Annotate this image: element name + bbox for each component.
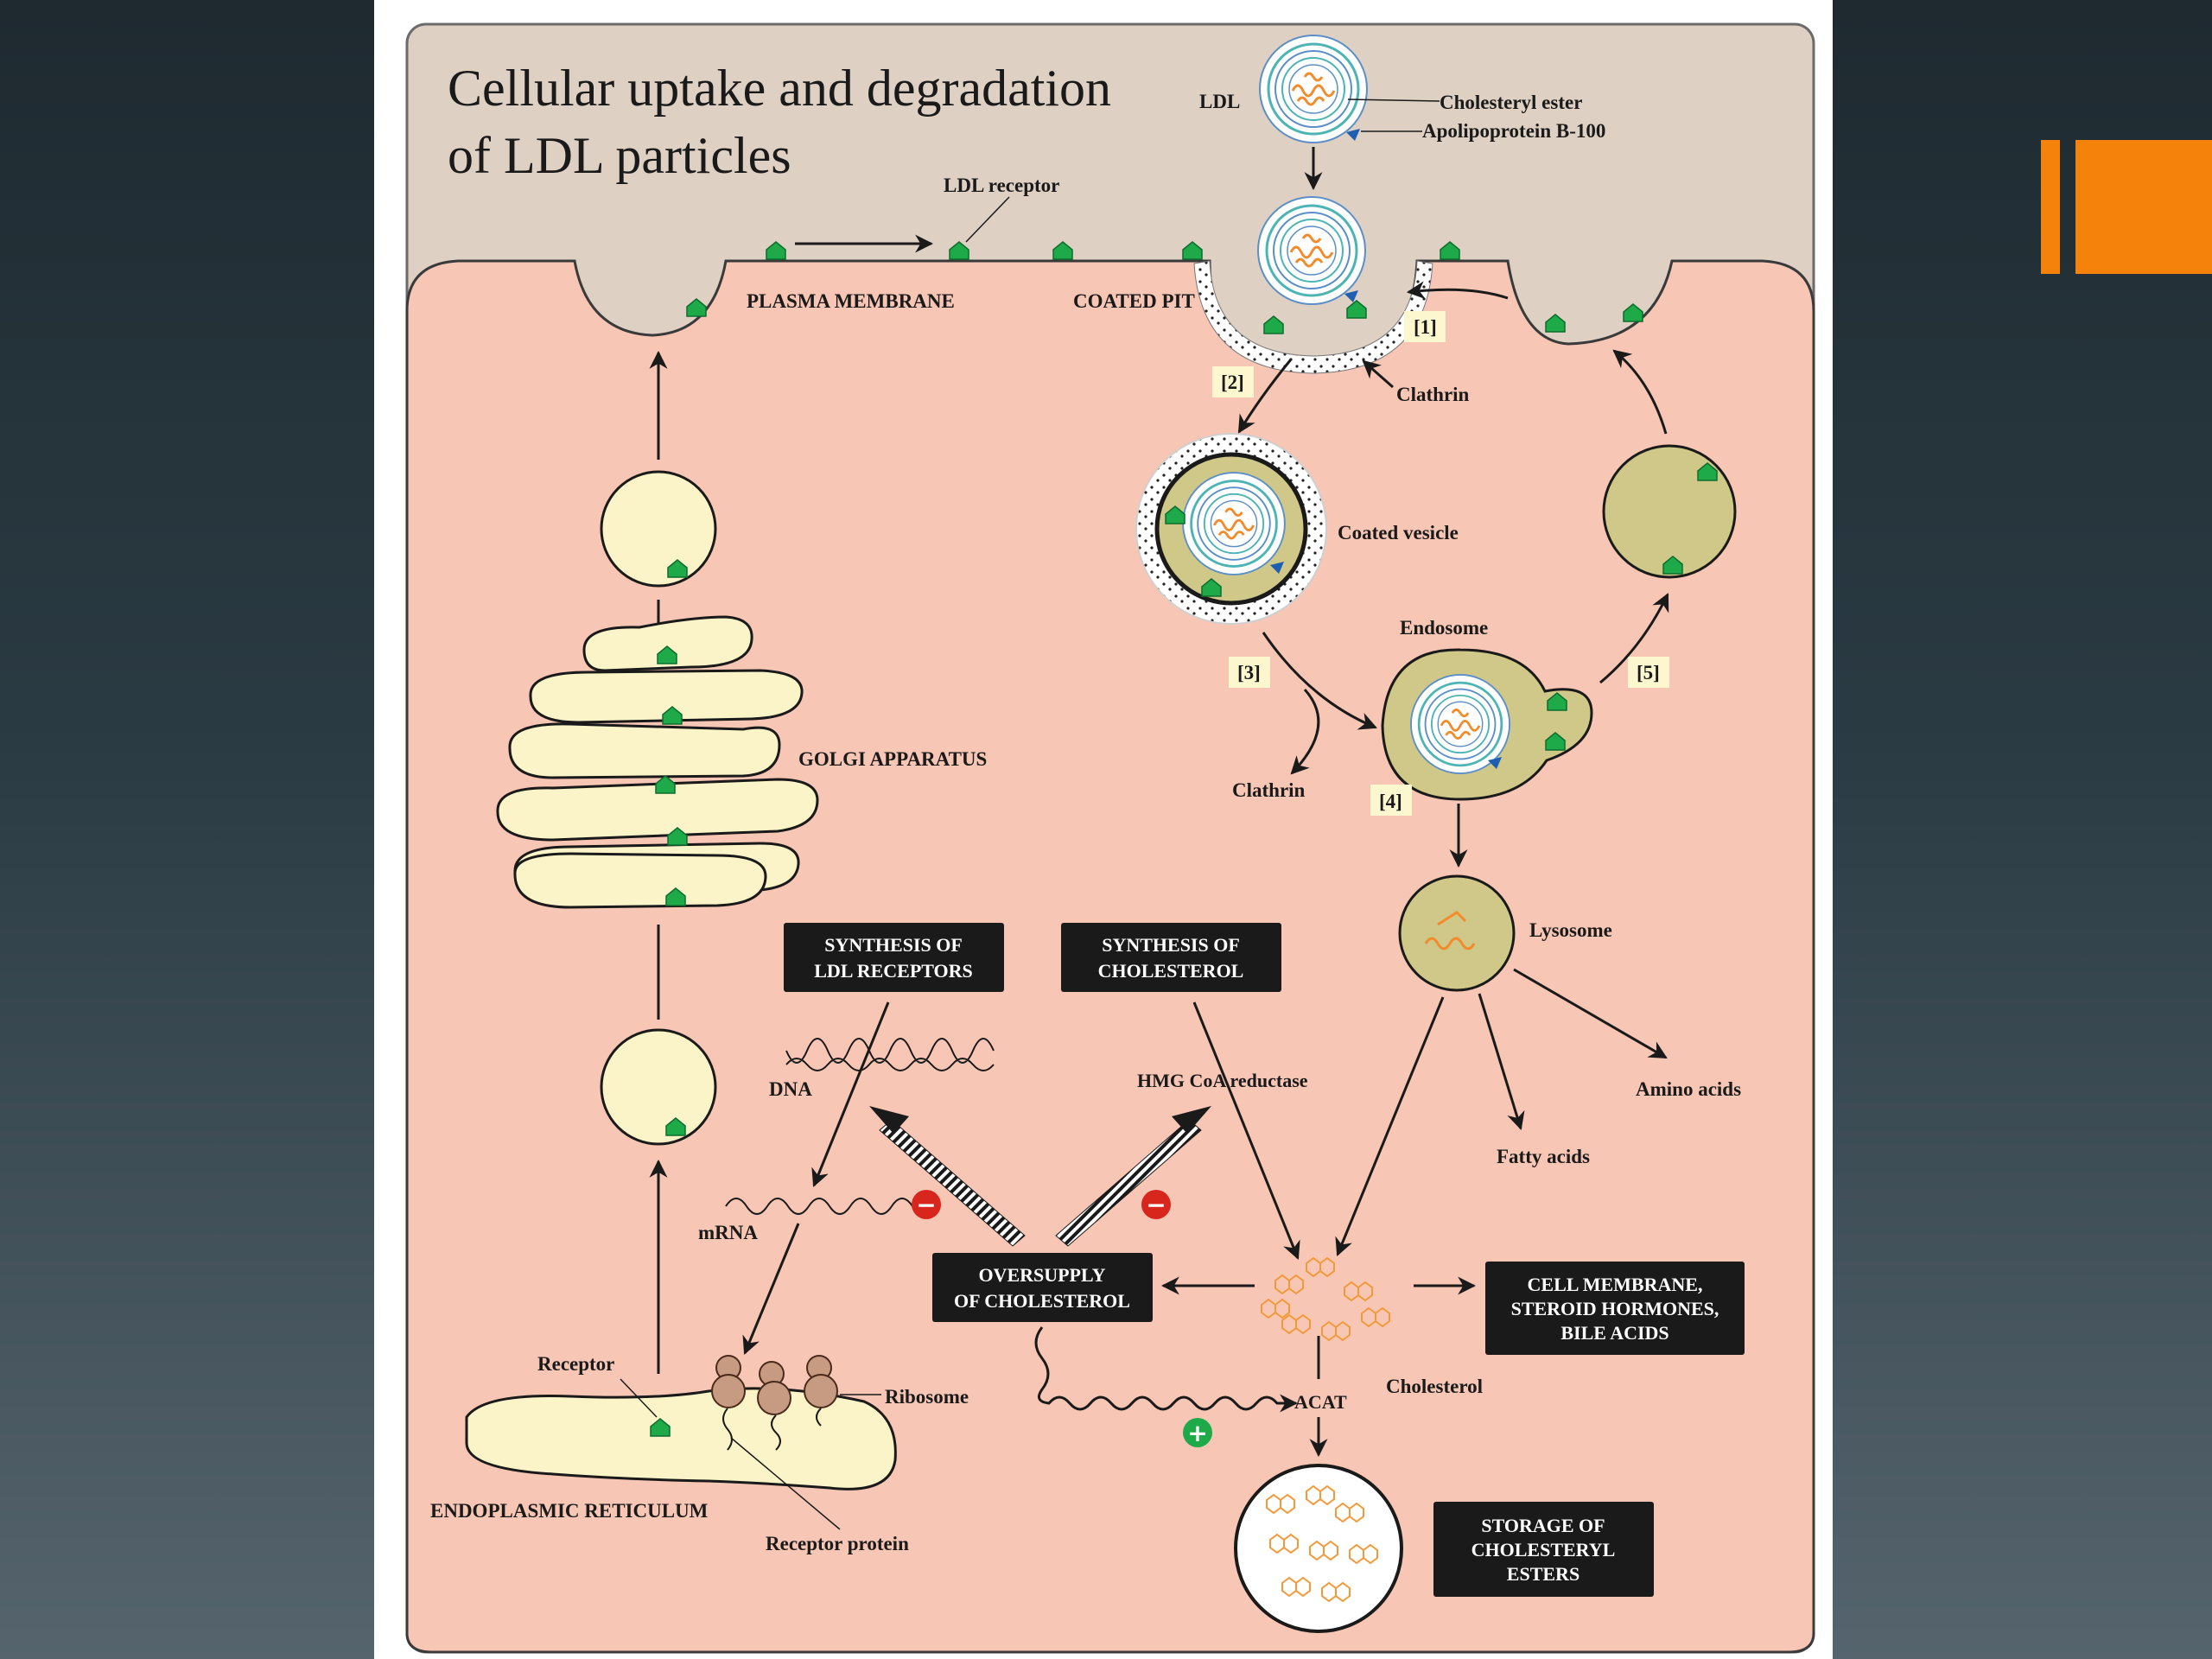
step-1-label: [1] <box>1414 316 1437 338</box>
svg-text:SYNTHESIS OF: SYNTHESIS OF <box>1102 934 1240 956</box>
ldl-in-coated-pit <box>1256 195 1367 306</box>
cholesteryl-ester-droplet <box>1234 1464 1403 1633</box>
receptor-protein-label: Receptor protein <box>766 1533 909 1554</box>
oversupply-box: OVERSUPPLY OF CHOLESTEROL <box>932 1253 1153 1322</box>
svg-text:−: − <box>916 1191 936 1219</box>
svg-text:CHOLESTERYL: CHOLESTERYL <box>1471 1539 1616 1560</box>
svg-text:ESTERS: ESTERS <box>1507 1563 1580 1585</box>
mrna-label: mRNA <box>698 1222 758 1243</box>
svg-text:−: − <box>1146 1191 1166 1219</box>
svg-text:OF CHOLESTEROL: OF CHOLESTEROL <box>954 1290 1130 1312</box>
svg-text:BILE ACIDS: BILE ACIDS <box>1560 1322 1669 1344</box>
endosome <box>1381 648 1593 801</box>
coated-vesicle-label: Coated vesicle <box>1338 522 1459 543</box>
secretory-vesicle-bottom <box>600 1028 717 1146</box>
ldl-receptor-label: LDL receptor <box>944 175 1059 196</box>
svg-text:SYNTHESIS OF: SYNTHESIS OF <box>824 934 963 956</box>
svg-text:STEROID HORMONES,: STEROID HORMONES, <box>1511 1298 1719 1319</box>
slide-title-line2: of LDL particles <box>448 127 791 184</box>
receptor-label: Receptor <box>537 1353 614 1375</box>
cell-membrane-box: CELL MEMBRANE, STEROID HORMONES, BILE AC… <box>1485 1262 1745 1355</box>
lysosome <box>1398 874 1516 992</box>
step-2-label: [2] <box>1221 372 1244 393</box>
minus-sign-icon: − <box>912 1190 941 1219</box>
cholesteryl-ester-label: Cholesteryl ester <box>1440 92 1582 113</box>
plasma-membrane-label: PLASMA MEMBRANE <box>747 290 955 312</box>
ldl-label: LDL <box>1199 91 1240 112</box>
er-label: ENDOPLASMIC RETICULUM <box>430 1500 709 1522</box>
fatty-acids-label: Fatty acids <box>1497 1146 1590 1167</box>
svg-text:LDL RECEPTORS: LDL RECEPTORS <box>814 960 973 982</box>
ribosome-label: Ribosome <box>885 1386 969 1408</box>
amino-acids-label: Amino acids <box>1636 1078 1741 1100</box>
mrna-strand <box>725 1198 913 1215</box>
endoplasmic-reticulum <box>465 1387 897 1491</box>
accent-bar-thick <box>2075 140 2212 274</box>
recycling-vesicle <box>1602 444 1737 579</box>
svg-text:STORAGE OF: STORAGE OF <box>1481 1515 1605 1536</box>
svg-text:CHOLESTEROL: CHOLESTEROL <box>1098 960 1244 982</box>
dna-helix <box>785 1038 995 1071</box>
step-3-label: [3] <box>1237 662 1261 683</box>
synthesis-ldl-receptors-box: SYNTHESIS OF LDL RECEPTORS <box>784 923 1004 992</box>
ribosomes <box>711 1355 838 1415</box>
acat-label: ACAT <box>1294 1391 1347 1413</box>
endosome-label: Endosome <box>1400 617 1488 639</box>
activation-arrow <box>1034 1326 1299 1413</box>
step-4-label: [4] <box>1379 791 1402 812</box>
coated-vesicle <box>1135 433 1327 625</box>
coated-pit-label: COATED PIT <box>1073 290 1195 312</box>
plus-sign-icon: + <box>1183 1418 1212 1447</box>
ldl-particle <box>1258 34 1369 144</box>
clathrin-bottom-label: Clathrin <box>1232 779 1306 801</box>
accent-bar-thin <box>2041 140 2060 274</box>
lysosome-label: Lysosome <box>1529 919 1612 941</box>
storage-box: STORAGE OF CHOLESTERYL ESTERS <box>1433 1502 1654 1597</box>
golgi-label: GOLGI APPARATUS <box>798 748 987 770</box>
slide-title-line1: Cellular uptake and degradation <box>448 60 1111 117</box>
svg-text:OVERSUPPLY: OVERSUPPLY <box>978 1264 1105 1286</box>
step-5-label: [5] <box>1637 662 1660 683</box>
synthesis-cholesterol-box: SYNTHESIS OF CHOLESTEROL <box>1061 923 1281 992</box>
minus-sign-icon: − <box>1141 1190 1171 1219</box>
dna-label: DNA <box>769 1078 812 1100</box>
clathrin-top-label: Clathrin <box>1396 384 1470 405</box>
svg-text:CELL MEMBRANE,: CELL MEMBRANE, <box>1528 1274 1703 1295</box>
cholesterol-label: Cholesterol <box>1386 1376 1483 1397</box>
apolipoprotein-label: Apolipoprotein B-100 <box>1422 120 1605 142</box>
clathrin-coat-pit <box>1193 260 1433 374</box>
secretory-vesicle-top <box>600 470 717 588</box>
svg-text:+: + <box>1187 1419 1207 1447</box>
apolipoprotein-marker <box>1346 129 1360 141</box>
golgi-apparatus <box>496 615 819 909</box>
